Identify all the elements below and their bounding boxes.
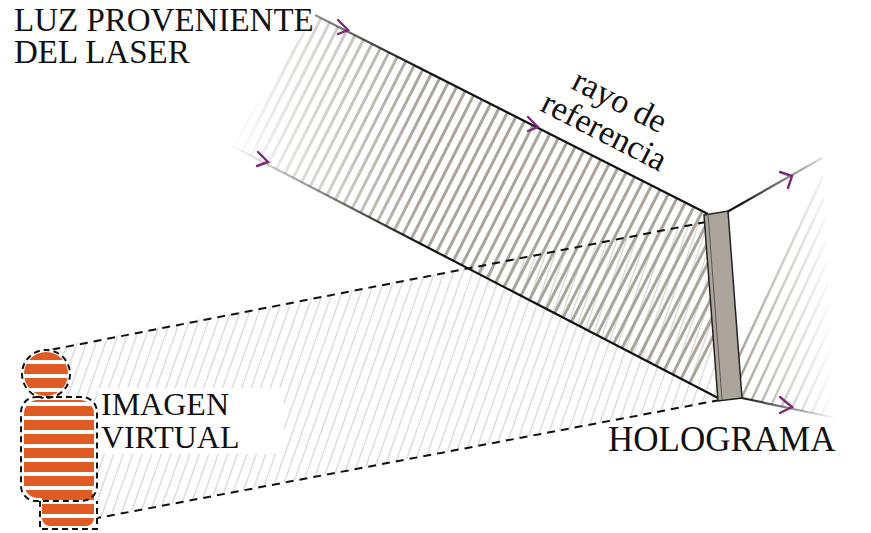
hatch-stroke [207,200,327,533]
hatch-stroke [843,140,871,440]
hatch-stroke [235,0,507,439]
hatch-stroke [277,0,549,461]
hatch-stroke [340,200,460,533]
reference-beam-label: rayo de referencia [503,38,721,194]
hatch-stroke [320,0,592,482]
reference-beam-edges [230,15,836,418]
virtual-image-figure [21,350,97,529]
virtual-image-label: IMAGEN VIRTUAL [98,388,284,454]
hatch-stroke [788,140,871,440]
hatch-stroke [521,200,641,533]
hatch-stroke [445,200,565,533]
hatch-stroke [311,0,583,478]
hatch-stroke [0,200,118,533]
hatch-stroke [169,200,289,533]
hatch-stroke [312,200,432,533]
hatch-stroke [293,200,413,533]
hatch-stroke [722,140,862,440]
hatch-stroke [435,200,555,533]
hatch-stroke [160,200,280,533]
hatch-stroke [141,200,261,533]
hatch-stroke [426,200,546,533]
hatch-stroke [150,200,270,533]
laser-light-label: LUZ PROVENIENTE DEL LASER [14,4,314,68]
hatch-stroke [264,200,384,533]
hatch-stroke [587,200,707,533]
hatch-stroke [131,200,251,533]
hatch-stroke [359,200,479,533]
hatch-stroke [673,200,793,533]
hatch-stroke [701,200,821,533]
hatch-stroke [350,200,470,533]
hatch-stroke [799,140,871,440]
virtual-beam-hatching [0,200,831,533]
hatch-stroke [188,200,308,533]
hatch-stroke [682,200,802,533]
hatch-stroke [777,140,871,440]
hatch-stroke [407,200,527,533]
hatch-stroke [17,200,137,533]
hatch-stroke [692,200,812,533]
hatch-stroke [184,0,456,413]
hatch-stroke [8,200,128,533]
hologram-label: HOLOGRAMA [608,420,866,460]
hatch-stroke [294,0,566,469]
hatch-stroke [201,0,473,422]
hatch-stroke [84,200,204,533]
direction-arrowheads [257,20,792,413]
hatch-stroke [283,200,403,533]
hatch-stroke [255,200,375,533]
hatch-stroke [766,140,871,440]
hatch-stroke [210,0,482,426]
hatch-stroke [578,200,698,533]
hatch-stroke [302,200,422,533]
hatch-stroke [733,140,871,440]
hatch-stroke [0,200,99,533]
hatch-stroke [274,200,394,533]
hatch-stroke [198,200,318,533]
hatch-stroke [122,200,242,533]
hatch-stroke [193,0,465,418]
hatch-stroke [625,200,745,533]
transmitted-beam-hatching [700,140,871,440]
hatch-stroke [103,200,223,533]
hatch-stroke [179,200,299,533]
hatch-stroke [832,140,871,440]
hatch-stroke [226,0,498,435]
hologram-plate [704,211,742,401]
hatch-stroke [218,0,490,430]
hatch-stroke [93,200,213,533]
hatch-stroke [511,200,631,533]
hatch-stroke [810,140,871,440]
hatch-stroke [492,200,612,533]
hatch-stroke [821,140,871,440]
hatch-stroke [303,0,575,473]
hatch-stroke [150,0,422,396]
hatch-stroke [245,200,365,533]
virtual-beam-edges [50,222,720,527]
hatch-stroke [321,200,441,533]
hatch-stroke [397,200,517,533]
hatch-stroke [530,200,650,533]
hatch-stroke [112,200,232,533]
hatch-stroke [236,200,356,533]
hatch-stroke [0,200,109,533]
hatch-stroke [744,140,871,440]
